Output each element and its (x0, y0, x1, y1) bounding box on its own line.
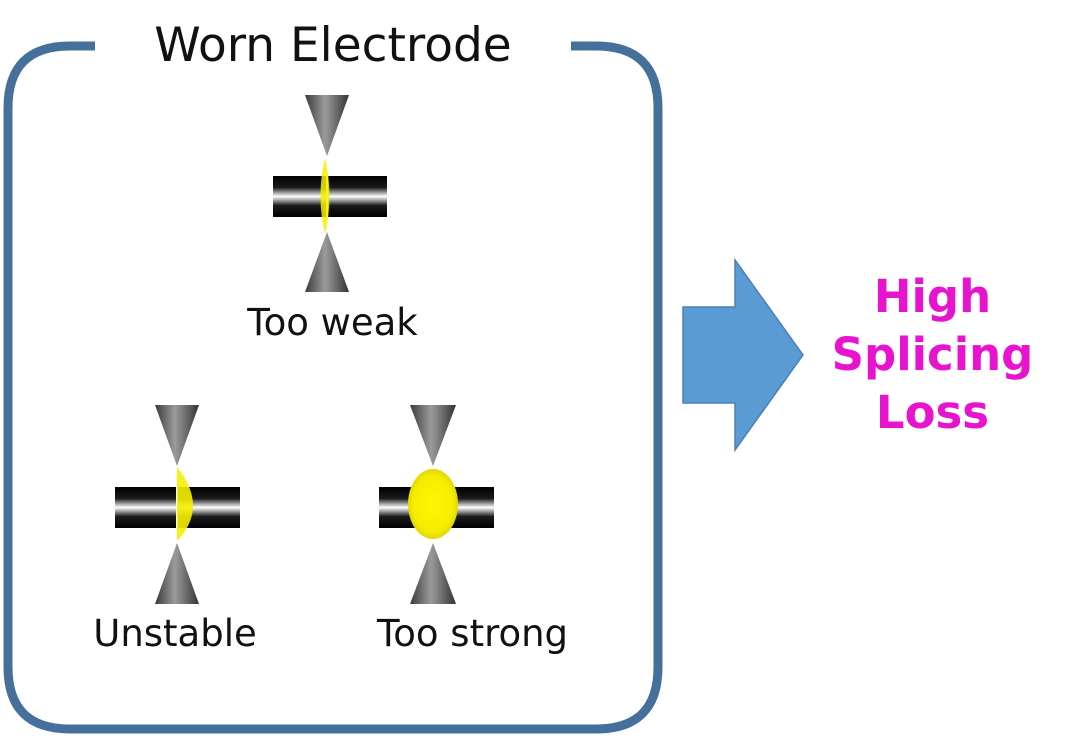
caption-too-weak: Too weak (247, 301, 418, 344)
strong-arc (408, 469, 458, 539)
result-line: High (873, 270, 992, 323)
result-line: Loss (875, 386, 990, 439)
bottom-electrode (410, 543, 456, 604)
result-text: High Splicing Loss (820, 268, 1045, 442)
unstable-arc (177, 467, 193, 541)
panel-title: Worn Electrode (95, 14, 571, 78)
weak-arc (320, 158, 330, 234)
panel-border (3, 41, 663, 734)
right-arrow-icon (682, 257, 804, 453)
case-too-strong (379, 405, 494, 604)
case-unstable (115, 405, 240, 604)
bottom-electrode (155, 543, 199, 604)
result-line: Splicing (831, 328, 1034, 381)
top-electrode (155, 405, 199, 466)
top-electrode (410, 405, 456, 466)
bottom-electrode (305, 232, 349, 292)
fiber-right (328, 176, 387, 217)
fiber-left (273, 176, 326, 217)
caption-unstable: Unstable (93, 612, 257, 655)
caption-too-strong: Too strong (376, 612, 569, 655)
fiber-left (115, 487, 176, 528)
case-too-weak (273, 95, 387, 292)
top-electrode (305, 95, 349, 156)
